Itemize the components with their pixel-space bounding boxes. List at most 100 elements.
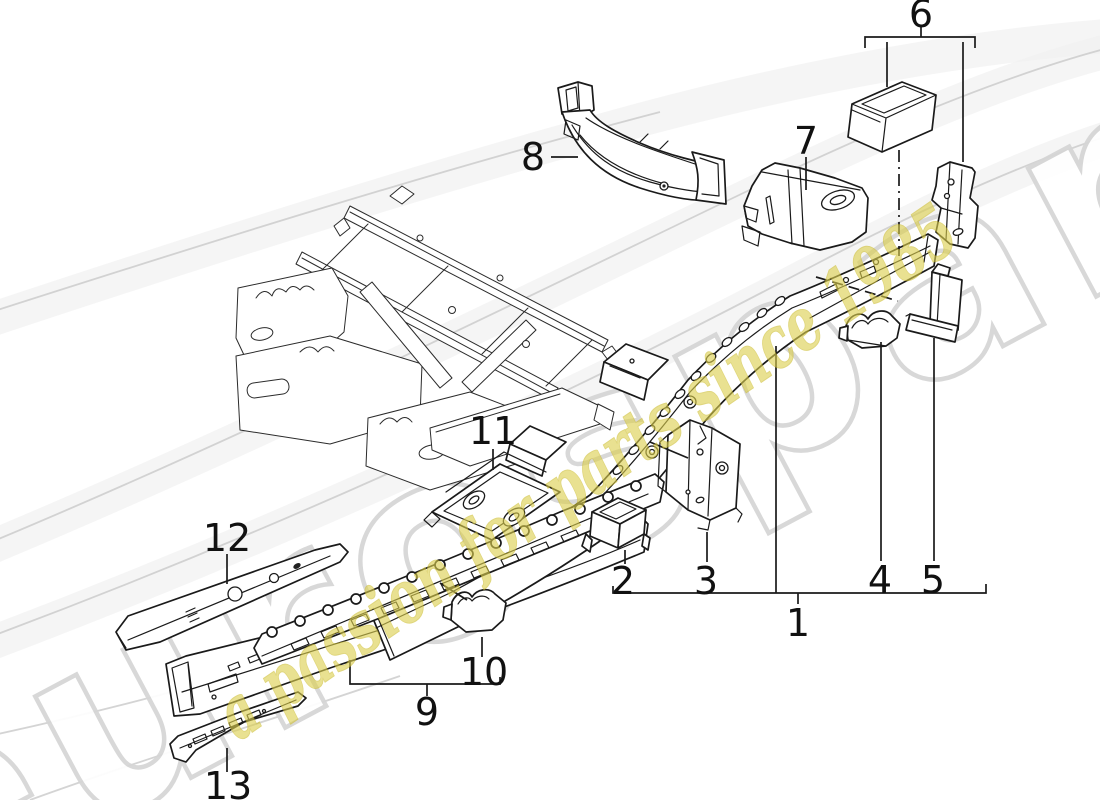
part-8-band-arc-2 [579, 134, 666, 185]
part-12-strip-drawing [115, 543, 349, 651]
rail-oval-9 [738, 321, 750, 333]
part-8-hole-dot [662, 184, 666, 188]
part-7-notch [743, 205, 759, 223]
part-7-folds [761, 167, 861, 247]
subframe-bolt-2 [496, 274, 504, 282]
subframe-box-hole [246, 378, 290, 399]
part-3-notch [697, 425, 707, 445]
part-13-dot-1 [187, 743, 193, 749]
bump-12 [574, 503, 586, 515]
wedge2-ridge [545, 441, 567, 461]
subframe-panel-left-hole [250, 327, 274, 341]
part-3-bracket-drawing [657, 419, 743, 531]
slot-7 [470, 565, 490, 579]
wedge1-hole [629, 358, 635, 364]
part-3-tab-1 [697, 519, 711, 531]
rail-hole-r1 [842, 276, 850, 284]
leader-bracket-1 [612, 584, 987, 604]
swoosh-decoration [0, 19, 1100, 800]
slot-5 [410, 589, 430, 603]
part-3-folds [687, 419, 713, 517]
part-13-slot-4 [246, 709, 262, 721]
part-4-clamp-drawing [838, 310, 901, 349]
subframe-rung-2 [401, 265, 449, 313]
subframe-rung-1 [321, 223, 369, 271]
rail-flange-tab-1 [819, 283, 839, 299]
part-13-strip-drawing [169, 691, 307, 763]
subframe-rail-2-inner [301, 257, 555, 395]
callout-leader-lines [226, 25, 987, 772]
sill-step-notch [207, 673, 239, 693]
swoosh-line-5 [0, 111, 661, 311]
subframe-rung-4 [545, 339, 593, 387]
callout-5-label: 5 [921, 558, 945, 602]
rail-oval-11 [774, 295, 786, 307]
callout-4-label: 4 [868, 558, 892, 602]
swoosh-band-lower [0, 122, 1100, 659]
subframe-box-wave [299, 346, 335, 353]
rail-oval-6 [690, 370, 702, 382]
part-2-window [599, 501, 637, 520]
part-12-hole-med [268, 572, 280, 584]
bump-6 [406, 571, 418, 583]
part-3-tab-2 [735, 507, 743, 523]
subframe-bolt-3 [448, 306, 456, 314]
wedge2-front [505, 443, 547, 477]
bump-13 [602, 491, 614, 503]
part-10-wave-inner [457, 595, 490, 605]
part-5-bracket-drawing [905, 263, 963, 343]
part-5-top-tab [931, 263, 951, 277]
part-2-side [617, 509, 647, 549]
part-3-stud-1 [695, 496, 705, 504]
subframe-tab-left [333, 217, 351, 237]
part-6b-hole-2 [943, 192, 951, 200]
part-6b-outline [931, 161, 979, 249]
bump-10 [518, 525, 530, 537]
subframe-top-tab [389, 185, 415, 205]
rail-wedge-bracket-lower [505, 425, 567, 477]
inner-rail-bumps [266, 480, 642, 638]
part-5-web-fold [936, 273, 941, 327]
part-2-bracket-drawing [581, 497, 651, 553]
part-2-foot-left [581, 533, 593, 553]
part-10-foot [442, 603, 453, 621]
part-12-hole-big [227, 586, 243, 602]
slot-3 [350, 613, 370, 627]
part-4-wave-inner [851, 317, 889, 329]
swoosh-line-1 [0, 49, 1100, 540]
callout-9-label: 9 [415, 690, 439, 734]
part-12-dark-oval [293, 563, 301, 569]
leader-5-dashed [815, 276, 899, 302]
part-6-bracket-drawing [931, 161, 979, 249]
sill-slot-a [227, 661, 241, 672]
part-8-left-window [563, 119, 581, 141]
part-7-foot [741, 225, 761, 247]
part-4-base [847, 339, 887, 347]
part-7-big-hole-inner [829, 194, 847, 206]
part-3-stud-2 [685, 489, 691, 495]
rear-subframe-drawing [235, 185, 619, 491]
bump-1 [266, 626, 278, 638]
rail-ring-1-inner [648, 448, 656, 456]
part-3-hole [696, 448, 704, 456]
callout-1-label: 1 [786, 601, 810, 645]
bump-14 [630, 480, 642, 492]
rail-oval-10 [756, 307, 768, 319]
part-11-tab [423, 511, 441, 528]
part-5-foot-edge [905, 313, 953, 331]
slot-10 [560, 529, 580, 543]
part-6b-hole-1 [947, 178, 955, 186]
part-11-echo-edge [445, 451, 547, 493]
callout-7-label: 7 [794, 119, 818, 163]
part-8-end-block-inner [699, 157, 720, 197]
slot-6 [440, 577, 460, 591]
callout-labels: 1 2 3 4 5 6 7 8 9 10 11 12 13 [203, 0, 945, 800]
bump-4 [350, 593, 362, 605]
rail-inner-line-right [809, 251, 931, 319]
subframe-strut-1 [359, 281, 453, 389]
part-13-slot-3 [228, 717, 244, 729]
part-5-foot [905, 313, 959, 343]
rail-oval-holes [612, 295, 786, 476]
subframe-rung-3 [481, 307, 529, 355]
